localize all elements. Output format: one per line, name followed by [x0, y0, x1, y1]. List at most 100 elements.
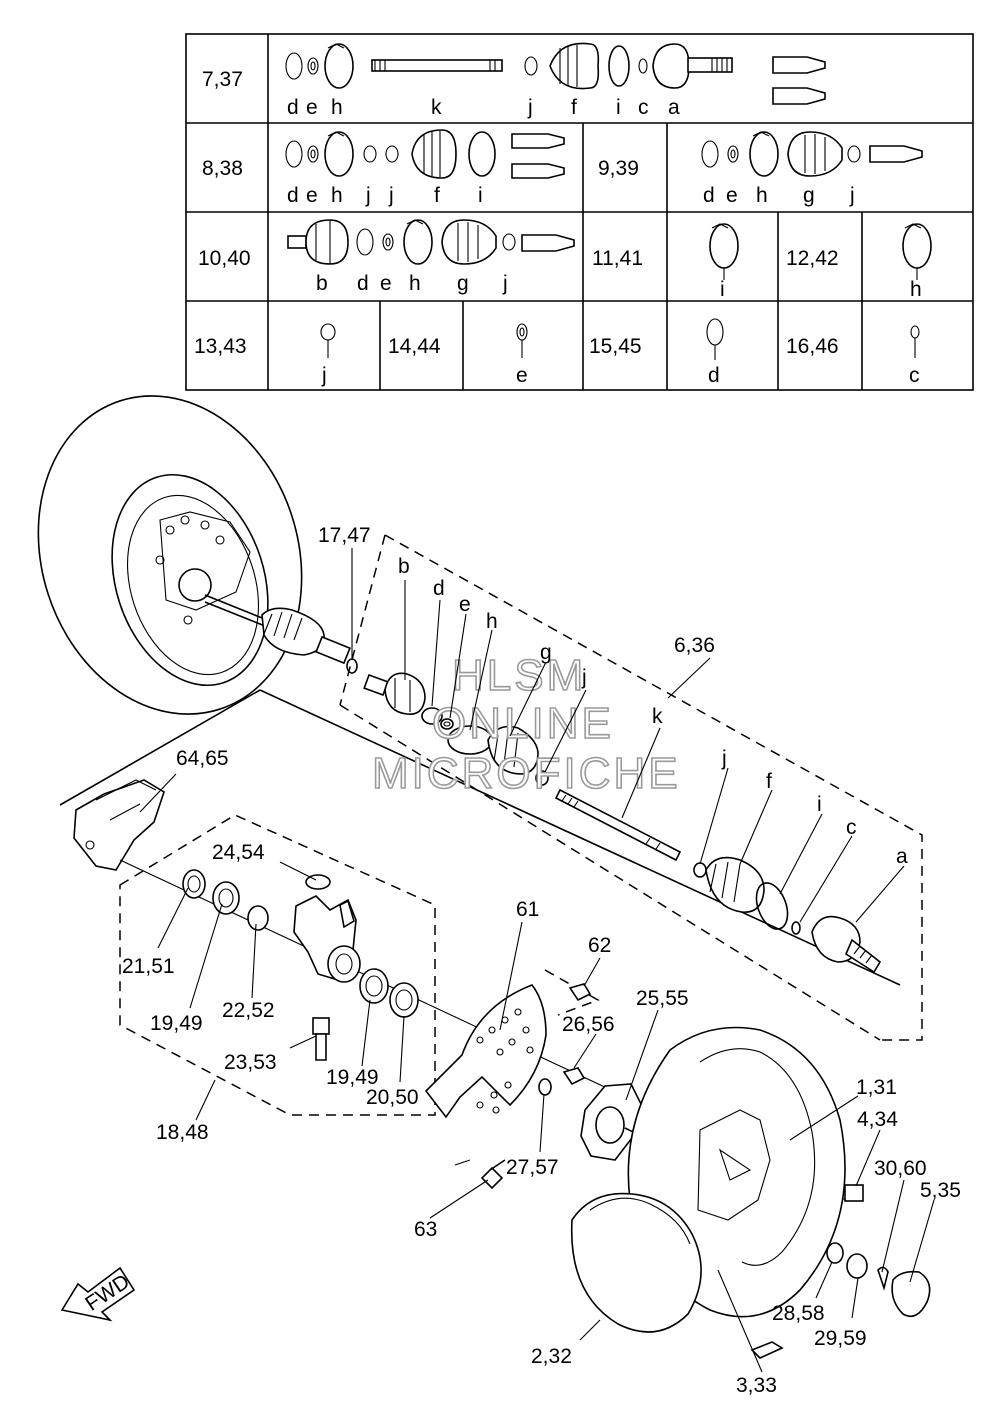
svg-text:i: i	[478, 184, 483, 207]
callout-61: 61	[516, 898, 539, 921]
callout-labels: 17,47 b d e h g j 6,36 k j f i c a 64,65…	[122, 524, 961, 1397]
brake-disc	[424, 984, 552, 1119]
callout-h: h	[486, 610, 498, 633]
row4-clamp-j-icon	[320, 323, 336, 358]
callout-6-36: 6,36	[674, 634, 715, 657]
parts-table: 7,37 d e h k j f i c a	[185, 33, 974, 391]
callout-23-53: 23,53	[224, 1051, 277, 1074]
svg-text:i: i	[616, 96, 621, 119]
row4-ring-d-icon	[706, 318, 724, 360]
row4-ring-e-icon	[516, 323, 528, 358]
dashed-boundaries	[119, 534, 923, 1116]
callout-17-47: 17,47	[318, 524, 371, 547]
svg-text:j: j	[527, 96, 533, 119]
svg-text:j: j	[365, 184, 371, 207]
table-ref-13-43: 13,43	[194, 335, 247, 358]
callout-1-31: 1,31	[856, 1076, 897, 1099]
svg-text:j: j	[849, 184, 855, 207]
svg-text:d: d	[703, 184, 715, 207]
svg-text:h: h	[910, 278, 922, 301]
callout-22-52: 22,52	[222, 999, 275, 1022]
callout-20-50: 20,50	[366, 1086, 419, 1109]
callout-c: c	[846, 816, 857, 839]
svg-text:f: f	[571, 96, 577, 119]
table-ref-7-37: 7,37	[202, 68, 243, 91]
table-ref-9-39: 9,39	[598, 157, 639, 180]
callout-a: a	[896, 845, 908, 868]
svg-text:h: h	[409, 272, 421, 295]
svg-text:c: c	[909, 364, 920, 387]
callout-27-57: 27,57	[506, 1156, 559, 1179]
row2-right-part-icons	[701, 131, 923, 177]
svg-text:e: e	[726, 184, 738, 207]
row3-left-part-icons	[287, 219, 575, 265]
callout-b: b	[398, 555, 410, 578]
knuckle-group	[182, 869, 419, 1061]
callout-26-56: 26,56	[562, 1013, 615, 1036]
callout-j-lower: j	[721, 747, 727, 770]
callout-28-58: 28,58	[772, 1302, 825, 1325]
svg-text:j: j	[321, 364, 327, 387]
svg-text:k: k	[431, 96, 442, 119]
svg-text:d: d	[287, 96, 299, 119]
table-ref-14-44: 14,44	[388, 335, 441, 358]
svg-text:b: b	[316, 272, 328, 295]
callout-i: i	[817, 793, 822, 816]
svg-text:ONLINE: ONLINE	[432, 699, 614, 748]
svg-text:e: e	[516, 364, 528, 387]
svg-text:g: g	[457, 272, 469, 295]
svg-text:HLSM: HLSM	[452, 651, 586, 700]
svg-text:e: e	[380, 272, 392, 295]
callout-30-60: 30,60	[874, 1157, 927, 1180]
svg-text:a: a	[668, 96, 680, 119]
svg-text:h: h	[331, 96, 343, 119]
row1-letters: d e h k j f i c a	[287, 96, 680, 119]
callout-19-49-right: 19,49	[326, 1066, 379, 1089]
callout-4-34: 4,34	[857, 1108, 898, 1131]
fwd-arrow-icon: FWD	[60, 1266, 136, 1322]
callout-j-upper: j	[581, 666, 587, 689]
table-ref-10-40: 10,40	[198, 247, 251, 270]
callout-5-35: 5,35	[920, 1179, 961, 1202]
svg-text:d: d	[708, 364, 720, 387]
svg-text:g: g	[803, 184, 815, 207]
tire-and-rim	[570, 1026, 931, 1359]
svg-text:d: d	[357, 272, 369, 295]
svg-text:f: f	[434, 184, 440, 207]
table-ref-12-42: 12,42	[786, 247, 839, 270]
callout-21-51: 21,51	[122, 955, 175, 978]
callout-k: k	[652, 705, 663, 728]
callout-3-33: 3,33	[736, 1374, 777, 1397]
svg-text:e: e	[306, 184, 318, 207]
callout-18-48: 18,48	[156, 1121, 209, 1144]
callout-64-65: 64,65	[176, 747, 229, 770]
callout-29-59: 29,59	[814, 1327, 867, 1350]
callout-62: 62	[588, 934, 611, 957]
assembled-wheel-tire	[37, 395, 303, 715]
callout-g: g	[540, 641, 552, 664]
svg-text:h: h	[331, 184, 343, 207]
callout-d: d	[433, 577, 445, 600]
svg-text:j: j	[502, 272, 508, 295]
table-ref-15-45: 15,45	[589, 335, 642, 358]
row4-ring-c-icon	[910, 325, 920, 358]
callout-2-32: 2,32	[531, 1345, 572, 1368]
callout-19-49-left: 19,49	[150, 1012, 203, 1035]
bolts	[480, 983, 592, 1190]
row3-left-letters: b d e h g j	[316, 272, 508, 295]
callout-f: f	[766, 770, 772, 793]
svg-text:d: d	[287, 184, 299, 207]
exploded-shaft-parts	[346, 658, 882, 974]
svg-text:h: h	[756, 184, 768, 207]
svg-text:MICROFICHE: MICROFICHE	[372, 749, 681, 798]
row2-right-letters: d e h g j	[703, 184, 855, 207]
callout-63: 63	[414, 1218, 437, 1241]
table-ref-11-41: 11,41	[592, 247, 643, 270]
callout-24-54: 24,54	[212, 841, 265, 864]
row2-left-part-icons	[285, 129, 565, 179]
row1-part-icons	[285, 42, 826, 105]
guard-64	[73, 779, 165, 871]
callout-e: e	[459, 593, 471, 616]
assembled-drive-shaft	[204, 594, 351, 665]
